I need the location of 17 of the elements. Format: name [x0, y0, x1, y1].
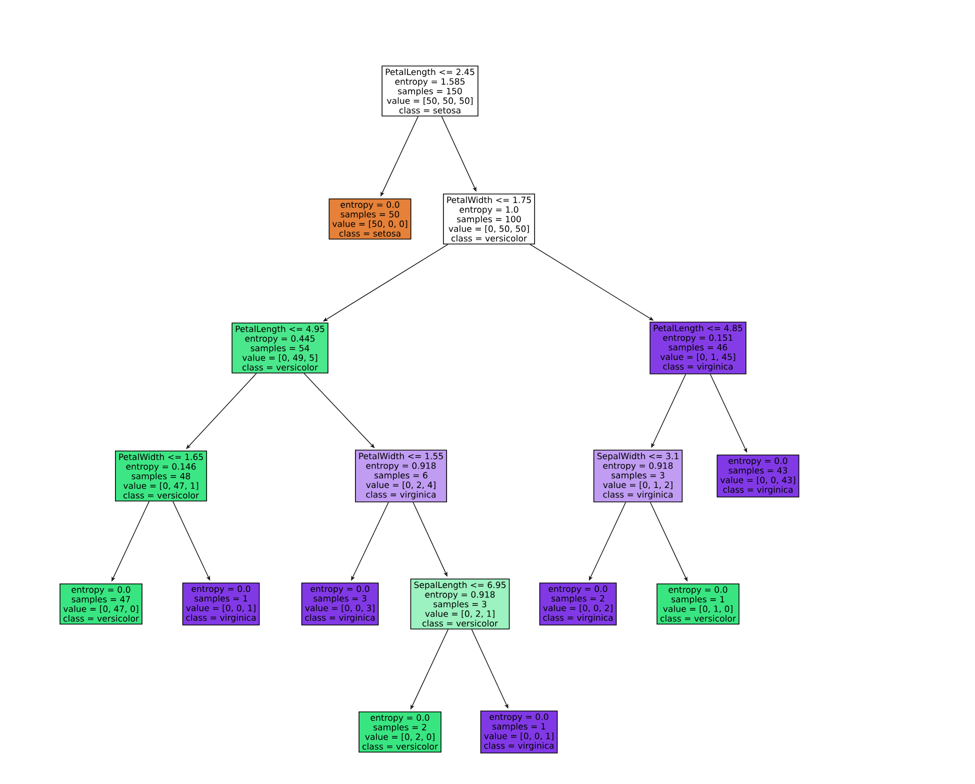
tree-node: entropy = 0.0 samples = 2 value = [0, 0, 2] class = virginica	[539, 582, 617, 626]
tree-node: SepalLength <= 6.95 entropy = 0.918 samples = 3 value = [0, 2, 1] class = versicolor	[410, 578, 510, 630]
tree-node: PetalWidth <= 1.55 entropy = 0.918 samples = 6 value = [0, 2, 4] class = virginica	[355, 450, 448, 502]
tree-node: entropy = 0.0 samples = 43 value = [0, 0, 43] class = virginica	[716, 454, 800, 498]
tree-node: entropy = 0.0 samples = 3 value = [0, 0, 3] class = virginica	[301, 582, 379, 626]
tree-node: PetalLength <= 4.95 entropy = 0.445 samples = 54 value = [0, 49, 5] class = versicolor	[232, 322, 328, 374]
tree-node: entropy = 0.0 samples = 1 value = [0, 1, 0] class = versicolor	[656, 583, 740, 625]
tree-node: SepalWidth <= 3.1 entropy = 0.918 samples = 3 value = [0, 1, 2] class = virginica	[593, 450, 683, 502]
tree-node: entropy = 0.0 samples = 1 value = [0, 0, 1] class = virginica	[480, 710, 558, 754]
tree-node: PetalLength <= 4.85 entropy = 0.151 samples = 46 value = [0, 1, 45] class = virginica	[650, 322, 746, 374]
tree-node: entropy = 0.0 samples = 1 value = [0, 0, 1] class = virginica	[182, 582, 260, 626]
tree-node: entropy = 0.0 samples = 47 value = [0, 47, 0] class = versicolor	[60, 583, 142, 625]
tree-node: PetalWidth <= 1.75 entropy = 1.0 samples = 100 value = [0, 50, 50] class = versicolor	[443, 194, 535, 244]
tree-node: entropy = 0.0 samples = 2 value = [0, 2, 0] class = versicolor	[358, 711, 442, 753]
tree-node: PetalWidth <= 1.65 entropy = 0.146 samples = 48 value = [0, 47, 1] class = versicolor	[115, 450, 208, 502]
tree-node: entropy = 0.0 samples = 50 value = [50, 0, 0] class = setosa	[328, 198, 412, 240]
tree-node: PetalLength <= 2.45 entropy = 1.585 samples = 150 value = [50, 50, 50] class = setosa	[382, 66, 478, 116]
